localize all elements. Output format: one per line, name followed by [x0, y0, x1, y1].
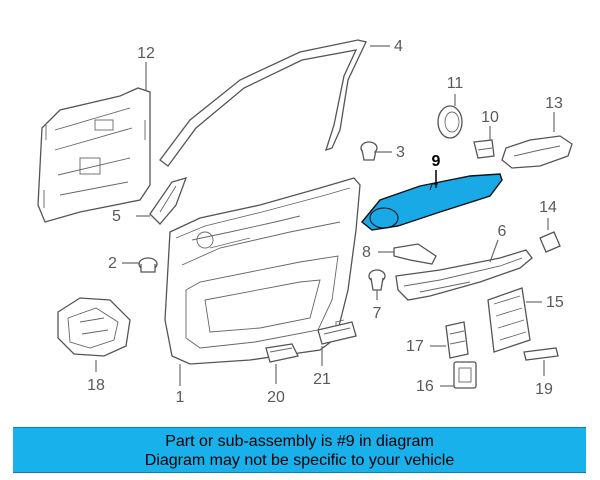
part-21-bracket — [317, 319, 357, 345]
callout-12: 12 — [137, 45, 155, 62]
part-1-door-panel — [164, 177, 361, 365]
banner-line-disclaimer: Diagram may not be specific to your vehi… — [144, 452, 455, 469]
callout-labels: 12 4 3 5 2 11 10 13 9 8 6 7 14 15 17 16 … — [87, 38, 564, 406]
callout-7: 7 — [373, 305, 382, 322]
part-5-trim-piece — [149, 177, 188, 225]
part-18-switch-housing — [57, 297, 131, 357]
part-15-window-switch — [487, 287, 531, 353]
leader-lines — [95, 45, 555, 387]
callout-15: 15 — [546, 294, 564, 311]
callout-9: 9 — [432, 153, 441, 170]
callout-14: 14 — [539, 199, 557, 216]
callout-1: 1 — [176, 389, 185, 406]
part-11-speaker-cover — [437, 105, 463, 139]
callout-8: 8 — [362, 244, 371, 261]
callout-13: 13 — [545, 95, 563, 112]
callout-20: 20 — [267, 389, 285, 406]
callout-5: 5 — [112, 208, 121, 225]
part-notice-banner: Part or sub-assembly is #9 in diagram Di… — [13, 427, 586, 473]
callout-4: 4 — [394, 38, 403, 55]
part-9-trim-highlighted — [361, 173, 503, 231]
callout-21: 21 — [313, 371, 331, 388]
callout-3: 3 — [396, 144, 405, 161]
callout-6: 6 — [498, 223, 507, 240]
callout-10: 10 — [481, 109, 499, 126]
banner-line-part-number: Part or sub-assembly is #9 in diagram — [165, 433, 434, 450]
part-13-door-handle — [501, 135, 573, 169]
callout-2: 2 — [108, 255, 117, 272]
part-16-switch — [453, 361, 477, 389]
callout-11: 11 — [447, 75, 464, 92]
door-parts-diagram: 12 4 3 5 2 11 10 13 9 8 6 7 14 15 17 16 … — [37, 38, 573, 406]
part-8-trim-piece — [393, 243, 437, 265]
part-19-trim-strip — [523, 347, 559, 361]
part-17-switch — [445, 321, 469, 359]
part-20-bracket — [265, 343, 299, 363]
part-10-bracket — [473, 139, 495, 159]
part-2-clip — [138, 257, 158, 273]
part-4-window-frame-seal — [159, 39, 367, 167]
part-6-armrest-trim — [395, 249, 533, 301]
callout-17: 17 — [406, 338, 424, 355]
part-3-clip — [360, 141, 378, 161]
callout-19: 19 — [535, 381, 553, 398]
part-7-clip — [368, 269, 386, 291]
part-12-backing-panel — [37, 87, 151, 223]
callout-18: 18 — [87, 377, 105, 394]
part-14-pad — [539, 231, 561, 253]
callout-16: 16 — [416, 378, 434, 395]
